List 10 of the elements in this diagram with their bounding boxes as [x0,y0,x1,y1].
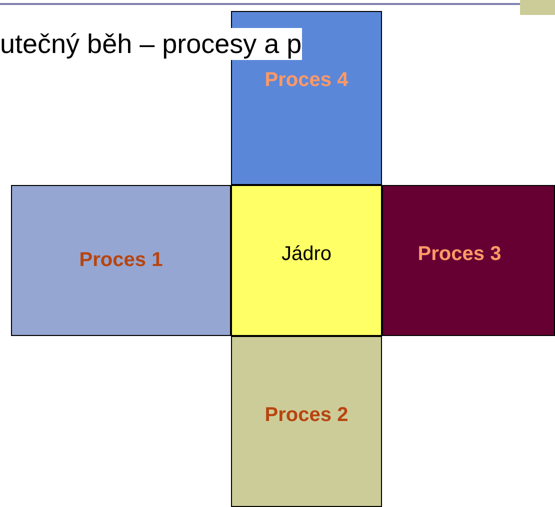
box-label: Proces 3 [418,243,502,266]
box-label: Proces 1 [79,249,163,272]
slide-title: utečný běh – procesy a p [0,28,302,60]
process-box [11,185,231,336]
process-box [231,185,382,336]
process-box [231,336,382,507]
process-box [382,185,555,336]
box-label: Proces 4 [264,68,348,92]
box-label: Jádro [281,243,332,266]
box-label: Proces 2 [264,404,348,427]
